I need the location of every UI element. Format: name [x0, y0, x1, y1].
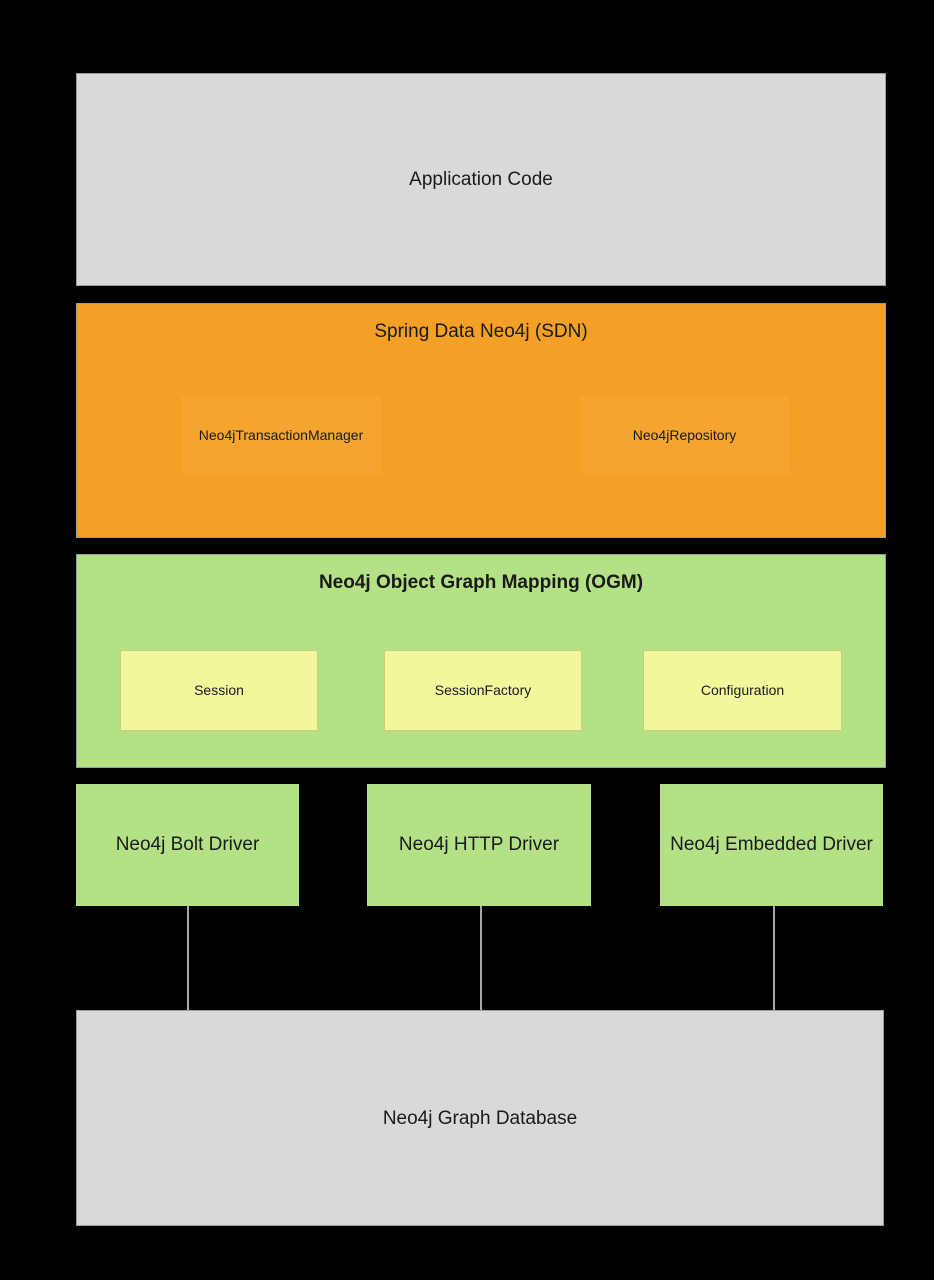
component-neo4j-repository-label: Neo4jRepository	[632, 426, 737, 443]
component-configuration[interactable]: Configuration	[643, 650, 842, 731]
layer-neo4j-graph-database[interactable]: Neo4j Graph Database	[76, 1010, 884, 1226]
connector-http-to-database	[480, 906, 482, 1010]
driver-neo4j-embedded[interactable]: Neo4j Embedded Driver	[660, 784, 883, 906]
component-neo4j-repository[interactable]: Neo4jRepository	[580, 396, 789, 474]
layer-spring-data-neo4j[interactable]: Spring Data Neo4j (SDN) Neo4jTransaction…	[76, 303, 886, 538]
layer-neo4j-graph-database-label: Neo4j Graph Database	[382, 1108, 578, 1129]
component-session-factory-label: SessionFactory	[434, 682, 532, 698]
component-session[interactable]: Session	[120, 650, 318, 731]
driver-neo4j-embedded-label: Neo4j Embedded Driver	[670, 834, 873, 855]
layer-neo4j-ogm[interactable]: Neo4j Object Graph Mapping (OGM) Session…	[76, 554, 886, 768]
connector-embedded-to-database	[773, 906, 775, 1010]
layer-application-code-label: Application Code	[409, 169, 553, 190]
layer-application-code[interactable]: Application Code	[76, 73, 886, 286]
component-neo4j-transaction-manager[interactable]: Neo4jTransactionManager	[181, 396, 381, 474]
driver-neo4j-http-label: Neo4j HTTP Driver	[398, 834, 560, 855]
driver-neo4j-bolt[interactable]: Neo4j Bolt Driver	[76, 784, 299, 906]
layer-spring-data-neo4j-label: Spring Data Neo4j (SDN)	[374, 321, 588, 342]
component-session-label: Session	[194, 682, 244, 698]
component-session-factory[interactable]: SessionFactory	[384, 650, 582, 731]
layer-neo4j-ogm-label: Neo4j Object Graph Mapping (OGM)	[318, 572, 644, 593]
driver-neo4j-http[interactable]: Neo4j HTTP Driver	[367, 784, 591, 906]
connector-bolt-to-database	[187, 906, 189, 1010]
driver-neo4j-bolt-label: Neo4j Bolt Driver	[115, 834, 260, 855]
component-configuration-label: Configuration	[700, 682, 785, 698]
component-neo4j-transaction-manager-label: Neo4jTransactionManager	[198, 426, 364, 443]
